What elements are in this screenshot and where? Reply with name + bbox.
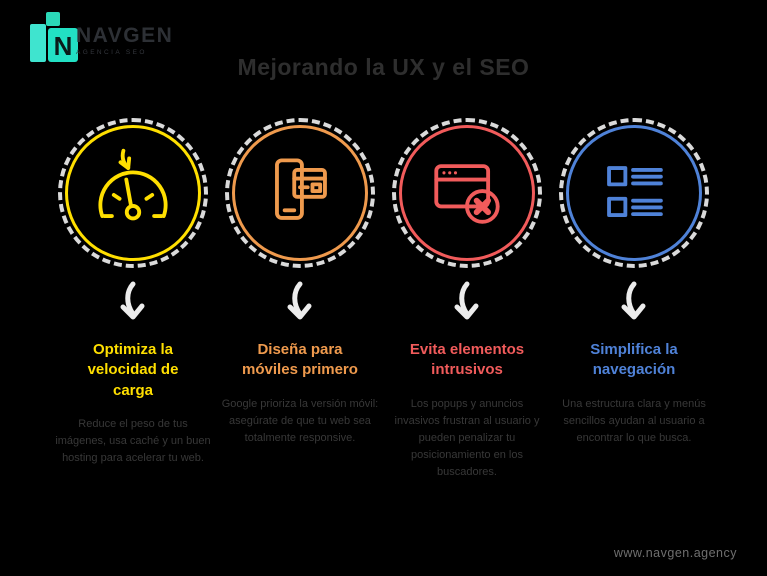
- steps-row: Optimiza la velocidad de carga Reduce el…: [0, 118, 767, 481]
- mobile-badge: [225, 118, 375, 268]
- brand-tagline: AGENCIA SEO: [76, 49, 147, 57]
- curved-down-arrow-icon: [454, 281, 479, 320]
- speedometer-bolt-icon: [98, 148, 168, 221]
- step-heading: Optimiza la velocidad de carga: [87, 341, 179, 399]
- step-heading: Simplifica la navegación: [590, 341, 678, 379]
- scalloped-ring: [225, 118, 375, 268]
- step-heading: Evita elementos intrusivos: [409, 341, 525, 379]
- accent-ring: [566, 125, 702, 261]
- step-description: Reduce el peso de tus imágenes, usa cach…: [55, 417, 211, 464]
- step-intrusive: Evita elementos intrusivos Los popups y …: [384, 118, 551, 481]
- step-description: Los popups y anuncios invasivos frustran…: [394, 397, 540, 478]
- curved-down-arrow-icon: [287, 281, 312, 320]
- scalloped-ring: [392, 118, 542, 268]
- accent-ring: [399, 125, 535, 261]
- scalloped-ring: [58, 118, 208, 268]
- curved-down-arrow-icon: [120, 281, 145, 320]
- speed-badge: [58, 118, 208, 268]
- brand-name: NAVGEN: [76, 23, 174, 47]
- accent-ring: [232, 125, 368, 261]
- svg-text:N: N: [54, 31, 73, 61]
- popup-close-icon: [434, 164, 500, 224]
- curved-down-arrow-icon: [621, 281, 646, 320]
- navigation-badge: [559, 118, 709, 268]
- step-description: Una estructura clara y menús sencillos a…: [562, 397, 706, 444]
- website-watermark: www.navgen.agency: [613, 546, 737, 560]
- popup-badge: [392, 118, 542, 268]
- navgen-logo-icon: N: [30, 12, 78, 62]
- scalloped-ring: [559, 118, 709, 268]
- step-navigation: Simplifica la navegación Una estructura …: [551, 118, 718, 481]
- logo: N NAVGEN AGENCIA SEO: [26, 10, 173, 70]
- step-speed: Optimiza la velocidad de carga Reduce el…: [50, 118, 217, 481]
- step-mobile: Diseña para móviles primero Google prior…: [217, 118, 384, 481]
- accent-ring: [65, 125, 201, 261]
- page-title: Mejorando la UX y el SEO: [237, 54, 530, 80]
- step-heading: Diseña para móviles primero: [242, 341, 358, 379]
- mobile-first-icon: [275, 158, 327, 220]
- list-menu-icon: [607, 166, 663, 217]
- step-description: Google prioriza la versión móvil: asegúr…: [221, 397, 379, 444]
